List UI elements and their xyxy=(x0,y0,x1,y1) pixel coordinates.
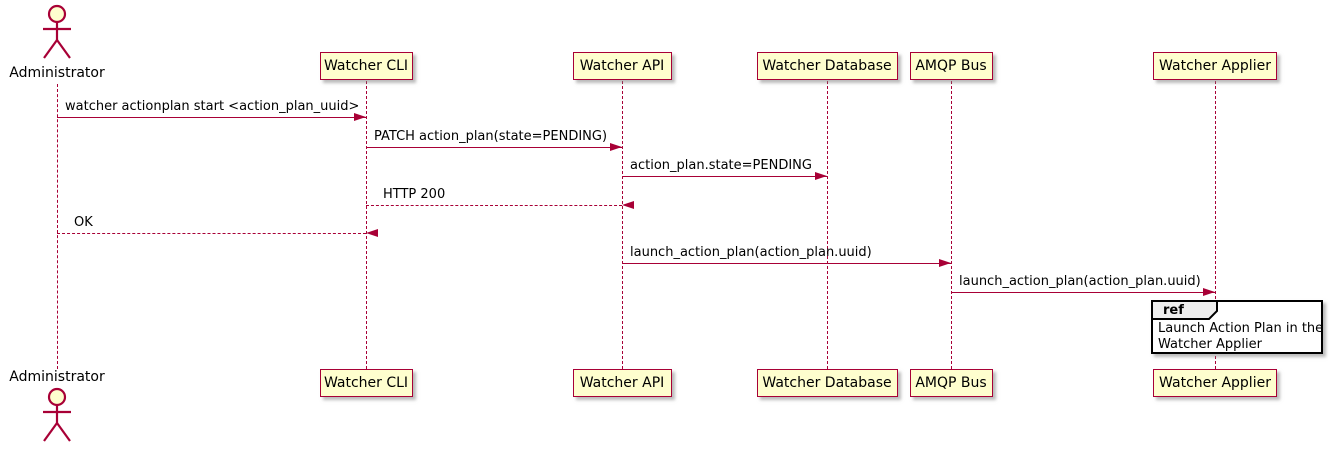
ref-keyword: ref xyxy=(1163,303,1184,318)
actor-label-administrator-top: Administrator xyxy=(9,65,105,81)
participant-label: Watcher Applier xyxy=(1159,375,1271,391)
lifeline-watcher-cli xyxy=(366,81,367,369)
message-arrowhead-0 xyxy=(354,113,366,121)
message-label-1: PATCH action_plan(state=PENDING) xyxy=(374,129,608,144)
participant-box-watcher-database-top: Watcher Database xyxy=(756,52,898,80)
participant-box-watcher-applier-top: Watcher Applier xyxy=(1153,52,1277,80)
actor-icon-administrator-bottom xyxy=(34,386,80,448)
participant-box-watcher-cli-top: Watcher CLI xyxy=(319,52,413,80)
actor-icon-administrator-top xyxy=(34,3,80,65)
lifeline-watcher-applier xyxy=(1215,81,1216,369)
participant-label: Watcher Database xyxy=(762,58,892,74)
message-arrowhead-4 xyxy=(366,229,378,237)
message-arrowhead-3 xyxy=(622,201,634,209)
ref-text-line: Launch Action Plan in the xyxy=(1158,321,1324,336)
message-arrowhead-6 xyxy=(1203,288,1215,296)
message-arrowhead-2 xyxy=(815,172,827,180)
participant-box-amqp-bus-bottom: AMQP Bus xyxy=(909,369,993,397)
participant-label: Watcher Database xyxy=(762,375,892,391)
participant-label: Watcher API xyxy=(579,58,665,74)
message-label-2: action_plan.state=PENDING xyxy=(630,158,812,173)
participant-label: AMQP Bus xyxy=(915,375,987,391)
message-arrow-2 xyxy=(622,176,827,177)
message-arrowhead-5 xyxy=(939,259,951,267)
message-arrow-4 xyxy=(57,233,366,234)
message-label-6: launch_action_plan(action_plan.uuid) xyxy=(959,274,1201,289)
lifeline-watcher-api xyxy=(622,81,623,369)
message-arrow-0 xyxy=(57,117,366,118)
participant-label: AMQP Bus xyxy=(915,58,987,74)
participant-box-watcher-applier-bottom: Watcher Applier xyxy=(1153,369,1277,397)
message-label-3: HTTP 200 xyxy=(383,187,446,202)
message-arrow-5 xyxy=(622,263,951,264)
participant-label: Watcher CLI xyxy=(323,375,409,391)
participant-box-watcher-api-top: Watcher API xyxy=(572,52,672,80)
message-label-0: watcher actionplan start <action_plan_uu… xyxy=(65,99,360,114)
participant-label: Watcher API xyxy=(579,375,665,391)
participant-label: Watcher Applier xyxy=(1159,58,1271,74)
lifeline-administrator xyxy=(57,84,58,369)
participant-box-watcher-cli-bottom: Watcher CLI xyxy=(319,369,413,397)
message-arrow-1 xyxy=(366,147,622,148)
actor-label-administrator-bottom: Administrator xyxy=(9,369,105,385)
lifeline-watcher-database xyxy=(827,81,828,369)
message-arrow-6 xyxy=(951,292,1215,293)
participant-box-watcher-database-bottom: Watcher Database xyxy=(756,369,898,397)
message-label-5: launch_action_plan(action_plan.uuid) xyxy=(630,245,872,260)
message-arrow-3 xyxy=(366,205,622,206)
participant-box-watcher-api-bottom: Watcher API xyxy=(572,369,672,397)
ref-text-line: Watcher Applier xyxy=(1158,337,1262,352)
participant-box-amqp-bus-top: AMQP Bus xyxy=(909,52,993,80)
lifeline-amqp-bus xyxy=(951,81,952,369)
message-arrowhead-1 xyxy=(610,143,622,151)
participant-label: Watcher CLI xyxy=(323,58,409,74)
ref-header xyxy=(1151,300,1221,325)
message-label-4: OK xyxy=(74,215,93,230)
